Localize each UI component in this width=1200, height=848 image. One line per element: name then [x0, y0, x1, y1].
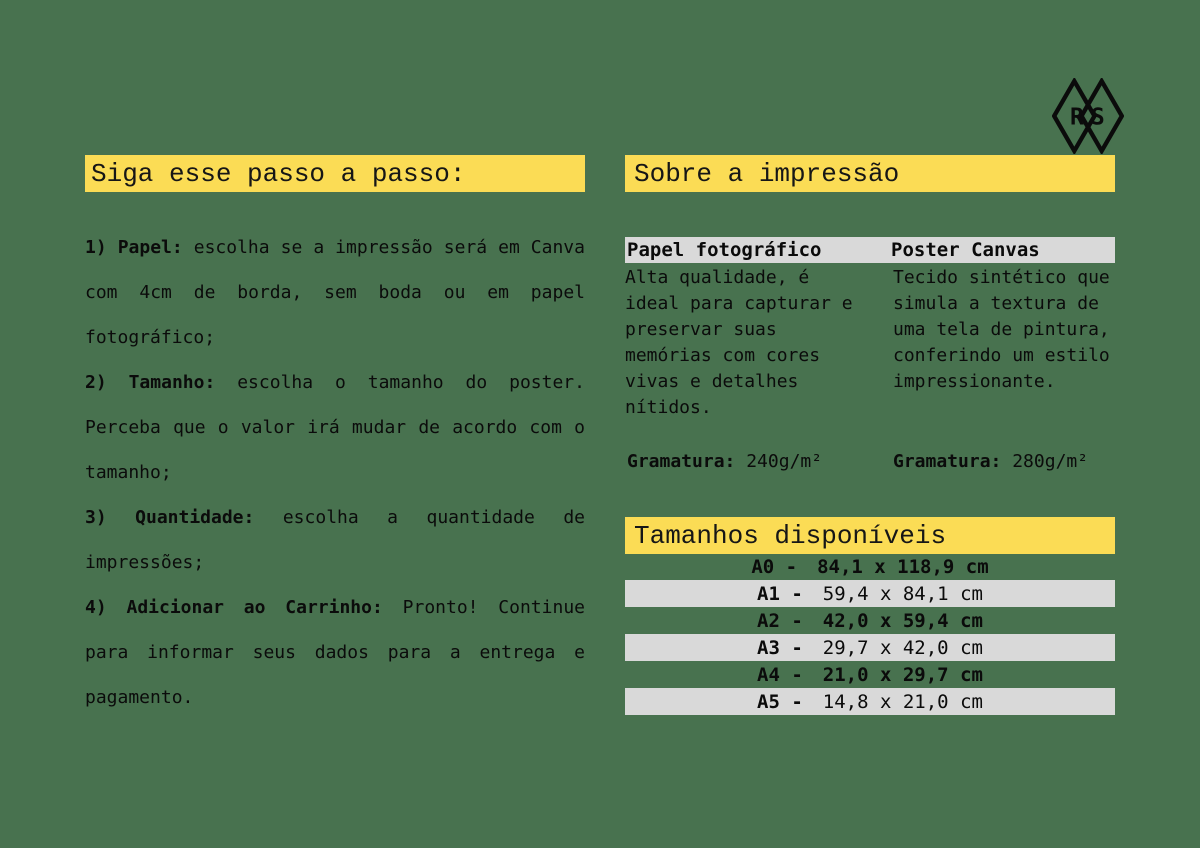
- about-section: Sobre a impressão Papel fotográfico Post…: [625, 155, 1115, 725]
- poster-canvas-description: Tecido sintético que simula a textura de…: [893, 267, 1110, 392]
- step-1-text: escolha se a impressão será em Canva com…: [85, 237, 585, 348]
- step-4-text: Pronto! Continue para informar seus dado…: [85, 597, 585, 708]
- size-row-a1-value: 59,4 x 84,1 cm: [822, 582, 983, 605]
- size-row-a3-label: A3 -: [757, 636, 803, 659]
- size-row-a1-label: A1 -: [757, 582, 803, 605]
- size-row-a0: A0 - 84,1 x 118,9 cm: [625, 553, 1115, 580]
- sizes-section-title-bar: Tamanhos disponíveis: [625, 517, 1115, 554]
- step-2-text: escolha o tamanho do poster. Perceba que…: [85, 372, 585, 483]
- sizes-table: A0 - 84,1 x 118,9 cm A1 - 59,4 x 84,1 cm…: [625, 553, 1115, 715]
- size-row-a2-label: A2 -: [757, 609, 803, 632]
- paper-photo-header: Papel fotográfico: [627, 239, 822, 261]
- gramatura-photo-label: Gramatura:: [627, 451, 736, 472]
- about-section-title: Sobre a impressão: [634, 158, 900, 189]
- gramatura-row: Gramatura: 240g/m² Gramatura: 280g/m²: [625, 451, 1115, 472]
- step-1-label: 1) Papel:: [85, 237, 183, 258]
- gramatura-canvas: Gramatura: 280g/m²: [893, 451, 1115, 472]
- sizes-section-title: Tamanhos disponíveis: [634, 520, 947, 551]
- logo-letter-r: R: [1070, 104, 1084, 130]
- step-3-label: 3) Quantidade:: [85, 507, 255, 528]
- step-4-label: 4) Adicionar ao Carrinho:: [85, 597, 383, 618]
- steps-list: 1) Papel: escolha se a impressão será em…: [85, 225, 585, 720]
- paper-compare-body: Alta qualidade, é ideal para capturar e …: [625, 265, 1115, 421]
- size-row-a3-value: 29,7 x 42,0 cm: [822, 636, 983, 659]
- gramatura-photo-value: 240g/m²: [746, 451, 823, 472]
- size-row-a5-value: 14,8 x 21,0 cm: [822, 690, 983, 713]
- step-2: 2) Tamanho: escolha o tamanho do poster.…: [85, 360, 585, 495]
- gramatura-canvas-label: Gramatura:: [893, 451, 1002, 472]
- size-row-a2: A2 - 42,0 x 59,4 cm: [625, 607, 1115, 634]
- steps-section-title-bar: Siga esse passo a passo:: [85, 155, 585, 192]
- gramatura-photo: Gramatura: 240g/m²: [625, 451, 893, 472]
- size-row-a4-label: A4 -: [757, 663, 803, 686]
- rs-diamond-logo-icon: R S: [1051, 76, 1125, 156]
- steps-section: Siga esse passo a passo: 1) Papel: escol…: [85, 155, 585, 720]
- size-row-a5-label: A5 -: [757, 690, 803, 713]
- step-4: 4) Adicionar ao Carrinho: Pronto! Contin…: [85, 585, 585, 720]
- step-3-text: escolha a quantidade de impressões;: [85, 507, 586, 573]
- poster-canvas-header: Poster Canvas: [891, 239, 1040, 261]
- logo-letter-s: S: [1091, 104, 1105, 130]
- size-row-a4: A4 - 21,0 x 29,7 cm: [625, 661, 1115, 688]
- paper-compare-header-row: Papel fotográfico Poster Canvas: [625, 237, 1115, 263]
- size-row-a3: A3 - 29,7 x 42,0 cm: [625, 634, 1115, 661]
- size-row-a0-value: 84,1 x 118,9 cm: [817, 555, 989, 578]
- size-row-a5: A5 - 14,8 x 21,0 cm: [625, 688, 1115, 715]
- step-1: 1) Papel: escolha se a impressão será em…: [85, 225, 585, 360]
- size-row-a1: A1 - 59,4 x 84,1 cm: [625, 580, 1115, 607]
- about-section-title-bar: Sobre a impressão: [625, 155, 1115, 192]
- paper-photo-description: Alta qualidade, é ideal para capturar e …: [625, 267, 853, 418]
- step-2-label: 2) Tamanho:: [85, 372, 216, 393]
- size-row-a4-value: 21,0 x 29,7 cm: [822, 663, 983, 686]
- steps-section-title: Siga esse passo a passo:: [91, 158, 466, 189]
- step-3: 3) Quantidade: escolha a quantidade de i…: [85, 495, 585, 585]
- gramatura-canvas-value: 280g/m²: [1012, 451, 1089, 472]
- size-row-a2-value: 42,0 x 59,4 cm: [822, 609, 983, 632]
- logo-svg: R S: [1051, 76, 1125, 156]
- size-row-a0-label: A0 -: [751, 555, 798, 578]
